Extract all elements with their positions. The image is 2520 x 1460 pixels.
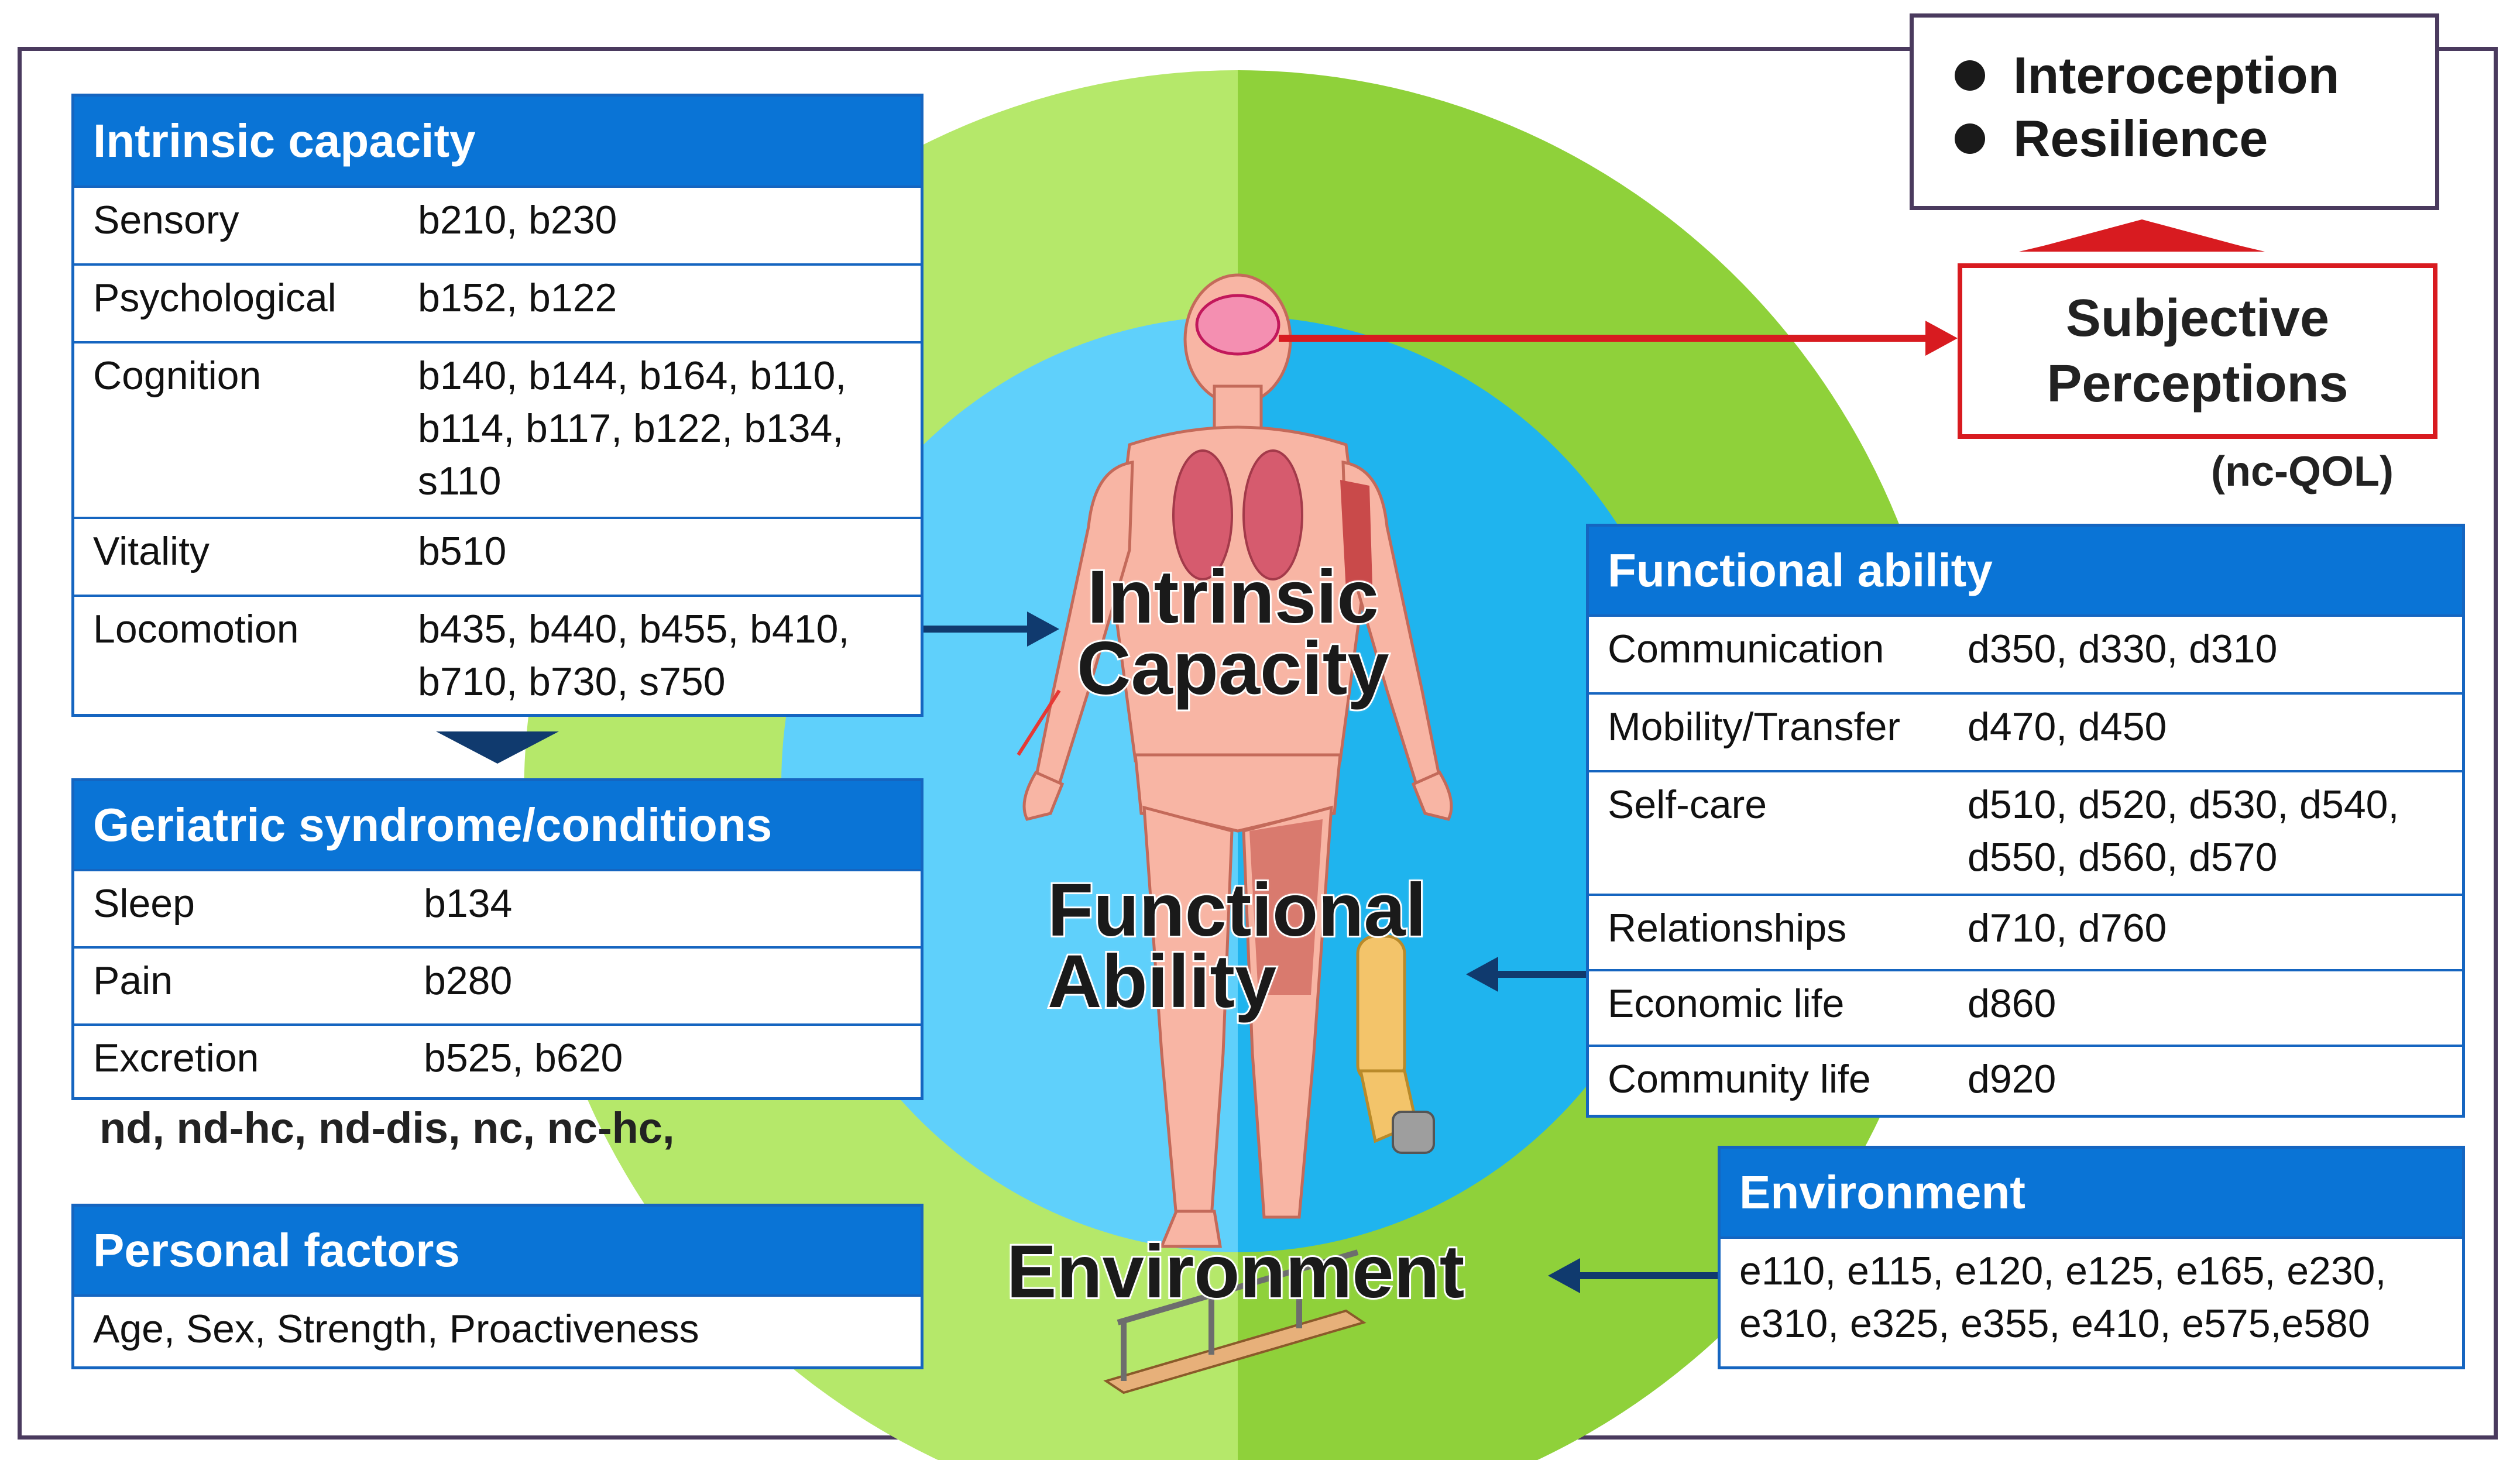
center-environment-label: Environment: [1005, 1230, 1466, 1314]
handrail-illustration: [1103, 1249, 1367, 1394]
subjective-perceptions-box: Subjective Perceptions: [1958, 263, 2437, 439]
table-row: Vitality b510: [74, 517, 921, 595]
table-row: e110, e115, e120, e125, e165, e230, e310…: [1721, 1236, 2462, 1366]
table-row: Sleep b134: [74, 869, 921, 946]
row-label: Economic life: [1608, 981, 1845, 1026]
personal-factors-title: Personal factors: [74, 1207, 921, 1294]
functional-ability-title: Functional ability: [1589, 527, 2462, 614]
table-row: Communication d350, d330, d310: [1589, 614, 2462, 692]
arrow-brain-to-subjective: [1279, 321, 1958, 356]
row-codes: b280: [424, 959, 513, 1003]
bullet-text: Resilience: [2013, 109, 2268, 167]
row-codes: d920: [1968, 1057, 2056, 1101]
row-label: Pain: [93, 959, 173, 1003]
table-row: Locomotion b435, b440, b455, b410, b710,…: [74, 595, 921, 717]
row-codes: d470, d450: [1968, 705, 2167, 749]
table-row: Economic life d860: [1589, 969, 2462, 1045]
group-codes-label: nd, nd-hc, nd-dis, nc, nc-hc,: [99, 1104, 675, 1152]
human-body-illustration: [1017, 273, 1453, 1248]
row-codes: b134: [424, 881, 513, 926]
table-row: Psychological b152, b122: [74, 263, 921, 341]
geriatric-conditions-table: Geriatric syndrome/conditions Sleep b134…: [71, 778, 923, 1100]
table-row: Mobility/Transfer d470, d450: [1589, 692, 2462, 770]
row-codes: b435, b440, b455, b410, b710, b730, s750: [418, 607, 850, 704]
arrow-functional-to-center: [1466, 957, 1586, 992]
row-label: Psychological: [93, 276, 337, 320]
nc-qol-label: (nc-QOL): [2211, 448, 2394, 495]
geriatric-conditions-title: Geriatric syndrome/conditions: [74, 781, 921, 869]
arrow-environment-to-center: [1548, 1258, 1718, 1293]
row-text: Age, Sex, Strength, Proactiveness: [93, 1307, 699, 1351]
arrow-subjective-to-interoception: [2019, 219, 2265, 252]
table-row: Sensory b210, b230: [74, 185, 921, 263]
row-codes: d510, d520, d530, d540, d550, d560, d570: [1968, 782, 2399, 880]
bullet-icon: [1955, 123, 1985, 154]
bullet-item: Interoception: [1955, 44, 2435, 107]
row-label: Vitality: [93, 529, 210, 573]
row-label: Sensory: [93, 198, 239, 242]
table-row: Pain b280: [74, 946, 921, 1023]
row-codes: d860: [1968, 981, 2056, 1026]
row-codes: d710, d760: [1968, 906, 2167, 950]
intrinsic-capacity-table: Intrinsic capacity Sensory b210, b230 Ps…: [71, 94, 923, 717]
row-label: Communication: [1608, 627, 1884, 671]
bullet-text: Interoception: [2013, 46, 2340, 104]
row-label: Cognition: [93, 353, 262, 398]
bullet-icon: [1955, 60, 1985, 91]
row-label: Excretion: [93, 1036, 259, 1080]
personal-factors-table: Personal factors Age, Sex, Strength, Pro…: [71, 1204, 923, 1369]
row-codes: b210, b230: [418, 198, 617, 242]
row-codes: b152, b122: [418, 276, 617, 320]
row-codes: b140, b144, b164, b110, b114, b117, b122…: [418, 353, 847, 503]
arrow-capacity-to-center: [923, 612, 1059, 647]
table-row: Relationships d710, d760: [1589, 894, 2462, 969]
environment-table: Environment e110, e115, e120, e125, e165…: [1718, 1146, 2465, 1369]
bullet-item: Resilience: [1955, 107, 2435, 170]
row-label: Locomotion: [93, 607, 299, 651]
table-row: Age, Sex, Strength, Proactiveness: [74, 1294, 921, 1368]
functional-ability-table: Functional ability Communication d350, d…: [1586, 524, 2465, 1118]
center-intrinsic-capacity-label: Intrinsic Capacity: [1075, 555, 1391, 710]
row-label: Mobility/Transfer: [1608, 705, 1901, 749]
row-codes: e110, e115, e120, e125, e165, e230, e310…: [1739, 1249, 2387, 1346]
row-codes: b510: [418, 529, 507, 573]
environment-title: Environment: [1721, 1149, 2462, 1236]
interoception-resilience-box: Interoception Resilience: [1910, 13, 2439, 210]
row-label: Community life: [1608, 1057, 1871, 1101]
center-functional-ability-label: Functional Ability: [1046, 868, 1428, 1023]
row-codes: d350, d330, d310: [1968, 627, 2278, 671]
table-row: Cognition b140, b144, b164, b110, b114, …: [74, 341, 921, 517]
row-label: Self-care: [1608, 782, 1767, 827]
arrow-capacity-to-geriatric: [436, 731, 559, 764]
row-label: Sleep: [93, 881, 195, 926]
table-row: Self-care d510, d520, d530, d540, d550, …: [1589, 770, 2462, 894]
intrinsic-capacity-title: Intrinsic capacity: [74, 97, 921, 185]
row-codes: b525, b620: [424, 1036, 623, 1080]
table-row: Community life d920: [1589, 1045, 2462, 1118]
table-row: Excretion b525, b620: [74, 1023, 921, 1098]
row-label: Relationships: [1608, 906, 1847, 950]
subjective-perceptions-label: Subjective Perceptions: [2047, 289, 2349, 413]
